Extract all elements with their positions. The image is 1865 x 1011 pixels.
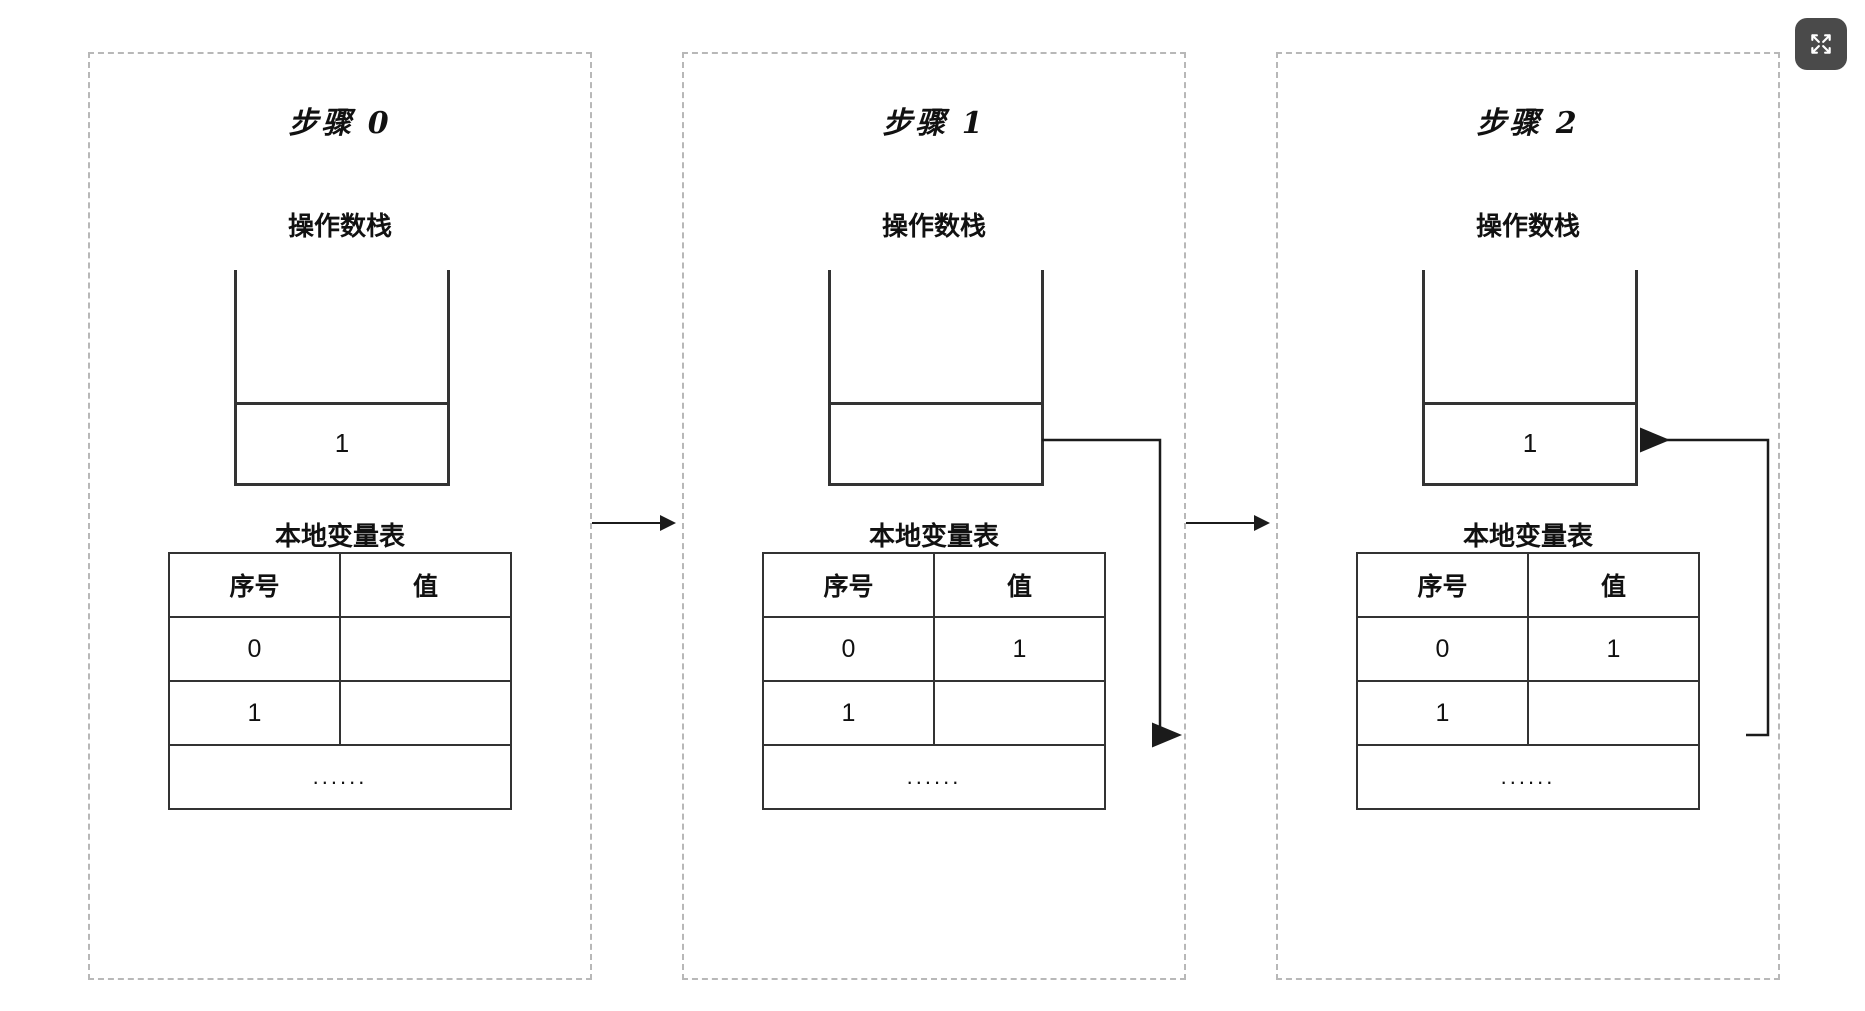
cell-ellipsis-0: ...... bbox=[168, 744, 512, 810]
stack-cell-0-0: 1 bbox=[334, 428, 350, 458]
operand-stack-0: 1 bbox=[234, 270, 450, 486]
cell-index-2-1: 1 bbox=[1356, 680, 1529, 746]
table-header-row: 序号 值 bbox=[762, 552, 1106, 618]
step-title-2: 步骤 2 bbox=[1476, 106, 1580, 141]
header-value-1: 值 bbox=[933, 552, 1106, 618]
cell-value-2-0: 1 bbox=[1527, 616, 1700, 682]
step-title-1: 步骤 1 bbox=[882, 106, 986, 141]
transition-arrow-1-to-2 bbox=[1186, 515, 1270, 531]
table-header-row: 序号 值 bbox=[1356, 552, 1700, 618]
header-index-1: 序号 bbox=[762, 552, 935, 618]
table-footer-row: ...... bbox=[168, 744, 512, 810]
table-row: 0 1 bbox=[1356, 616, 1700, 682]
operand-stack-label-0: 操作数栈 bbox=[287, 211, 392, 241]
operand-stack-label-2: 操作数栈 bbox=[1475, 211, 1580, 241]
table-footer-row: ...... bbox=[762, 744, 1106, 810]
step-panel-1: 步骤 1 操作数栈 本地变量表 序号 值 0 1 1 ...... bbox=[682, 52, 1186, 980]
operand-stack-1 bbox=[828, 270, 1044, 486]
table-row: 0 bbox=[168, 616, 512, 682]
stack-cell-2-0: 1 bbox=[1522, 428, 1538, 458]
header-index-2: 序号 bbox=[1356, 552, 1529, 618]
cell-index-2-0: 0 bbox=[1356, 616, 1529, 682]
cell-value-1-1 bbox=[933, 680, 1106, 746]
local-variable-table-0: 序号 值 0 1 ...... bbox=[168, 552, 512, 810]
cell-index-1-0: 0 bbox=[762, 616, 935, 682]
cell-value-2-1 bbox=[1527, 680, 1700, 746]
cell-ellipsis-1: ...... bbox=[762, 744, 1106, 810]
header-value-2: 值 bbox=[1527, 552, 1700, 618]
operand-stack-label-1: 操作数栈 bbox=[881, 211, 986, 241]
table-row: 0 1 bbox=[762, 616, 1106, 682]
header-index-0: 序号 bbox=[168, 552, 341, 618]
cell-ellipsis-2: ...... bbox=[1356, 744, 1700, 810]
local-variable-table-label-0: 本地变量表 bbox=[274, 521, 405, 551]
step-panel-0: 步骤 0 操作数栈 1 本地变量表 序号 值 0 1 ...... bbox=[88, 52, 592, 980]
header-value-0: 值 bbox=[339, 552, 512, 618]
cell-value-1-0: 1 bbox=[933, 616, 1106, 682]
step-panel-2: 步骤 2 操作数栈 1 本地变量表 序号 值 0 1 1 ...... bbox=[1276, 52, 1780, 980]
cell-index-1-1: 1 bbox=[762, 680, 935, 746]
step-title-0: 步骤 0 bbox=[288, 106, 392, 141]
transition-arrow-0-to-1 bbox=[592, 515, 676, 531]
table-row: 1 bbox=[762, 680, 1106, 746]
table-header-row: 序号 值 bbox=[168, 552, 512, 618]
fullscreen-button[interactable] bbox=[1795, 18, 1847, 70]
table-footer-row: ...... bbox=[1356, 744, 1700, 810]
local-variable-table-1: 序号 值 0 1 1 ...... bbox=[762, 552, 1106, 810]
table-row: 1 bbox=[168, 680, 512, 746]
expand-arrows-icon bbox=[1811, 34, 1831, 54]
table-row: 1 bbox=[1356, 680, 1700, 746]
cell-index-0-0: 0 bbox=[168, 616, 341, 682]
stack-divider-1 bbox=[831, 402, 1041, 405]
local-variable-table-2: 序号 值 0 1 1 ...... bbox=[1356, 552, 1700, 810]
cell-value-0-0 bbox=[339, 616, 512, 682]
local-variable-table-label-1: 本地变量表 bbox=[868, 521, 999, 551]
operand-stack-2: 1 bbox=[1422, 270, 1638, 486]
stack-divider-2 bbox=[1425, 402, 1635, 405]
cell-index-0-1: 1 bbox=[168, 680, 341, 746]
cell-value-0-1 bbox=[339, 680, 512, 746]
stack-divider-0 bbox=[237, 402, 447, 405]
local-variable-table-label-2: 本地变量表 bbox=[1462, 521, 1593, 551]
